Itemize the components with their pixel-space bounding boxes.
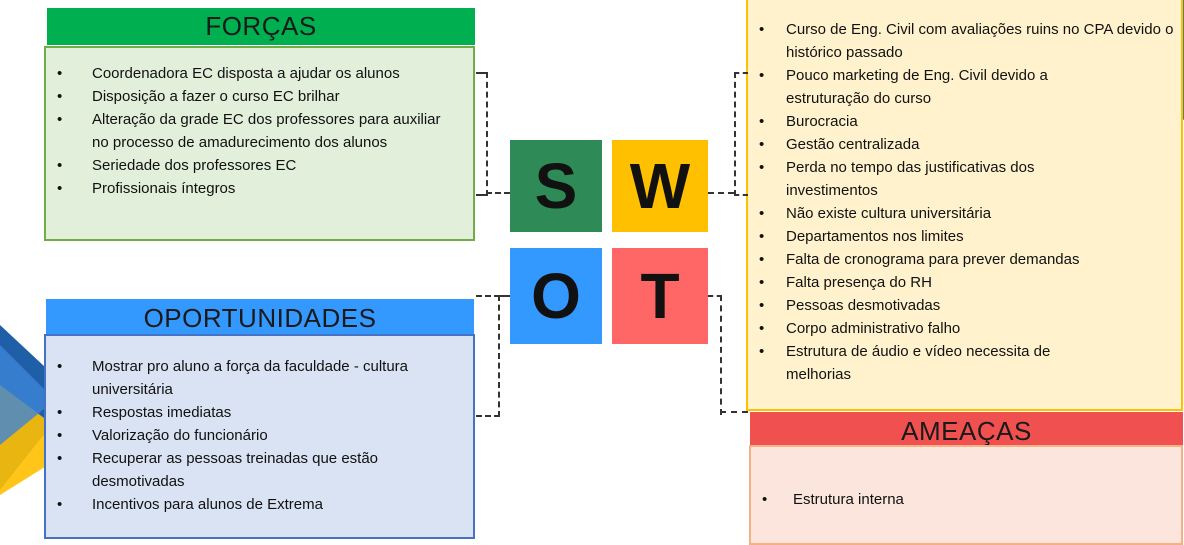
ameacas-list: Estrutura interna	[751, 488, 1181, 511]
connector-s-forcas	[476, 72, 488, 196]
swot-letter-t: T	[640, 260, 680, 332]
connector-s-stub	[486, 192, 510, 194]
list-item: Incentivos para alunos de Extrema	[46, 493, 473, 516]
forcas-list: Coordenadora EC disposta a ajudar os alu…	[46, 62, 473, 200]
list-item: Coordenadora EC disposta a ajudar os alu…	[46, 62, 473, 85]
list-item: Estrutura de áudio e vídeo necessita de …	[748, 340, 1181, 386]
forcas-box: Coordenadora EC disposta a ajudar os alu…	[44, 46, 475, 241]
fraquezas-list: Curso de Eng. Civil com avaliações ruins…	[748, 18, 1181, 386]
swot-tile-o: O	[510, 248, 602, 344]
list-item: Mostrar pro aluno a força da faculdade -…	[46, 355, 473, 401]
connector-t-ameacas	[708, 295, 722, 415]
swot-tile-t: T	[612, 248, 708, 344]
fraquezas-box: Curso de Eng. Civil com avaliações ruins…	[746, 0, 1183, 411]
list-item: Curso de Eng. Civil com avaliações ruins…	[748, 18, 1181, 64]
list-item: Respostas imediatas	[46, 401, 473, 424]
oportunidades-title: OPORTUNIDADES	[143, 303, 377, 333]
list-item: Gestão centralizada	[748, 133, 1181, 156]
connector-o-stub	[498, 295, 510, 297]
decorative-triangle-left	[0, 325, 80, 495]
list-item: Falta de cronograma para prever demandas	[748, 248, 1181, 271]
connector-w-fraquezas	[734, 72, 748, 196]
forcas-title: FORÇAS	[205, 11, 317, 41]
list-item: Pessoas desmotivadas	[748, 294, 1181, 317]
connector-t-bottom	[720, 411, 748, 413]
list-item: Falta presença do RH	[748, 271, 1181, 294]
oportunidades-list: Mostrar pro aluno a força da faculdade -…	[46, 355, 473, 516]
swot-tile-w: W	[612, 140, 708, 232]
list-item: Perda no tempo das justificativas dos in…	[748, 156, 1181, 202]
connector-o-oportunidades	[476, 295, 500, 417]
list-item: Departamentos nos limites	[748, 225, 1181, 248]
list-item: Burocracia	[748, 110, 1181, 133]
oportunidades-header: OPORTUNIDADES	[46, 299, 474, 335]
ameacas-box: Estrutura interna	[749, 445, 1183, 545]
list-item: Seriedade dos professores EC	[46, 154, 473, 177]
swot-letter-s: S	[534, 150, 578, 222]
swot-tile-s: S	[510, 140, 602, 232]
connector-w-stub	[708, 192, 734, 194]
list-item: Profissionais íntegros	[46, 177, 473, 200]
list-item: Disposição a fazer o curso EC brilhar	[46, 85, 473, 108]
oportunidades-box: Mostrar pro aluno a força da faculdade -…	[44, 334, 475, 539]
ameacas-title: AMEAÇAS	[901, 416, 1032, 446]
list-item: Não existe cultura universitária	[748, 202, 1181, 225]
list-item: Pouco marketing de Eng. Civil devido a e…	[748, 64, 1181, 110]
list-item: Corpo administrativo falho	[748, 317, 1181, 340]
list-item: Estrutura interna	[751, 488, 1181, 511]
ameacas-header: AMEAÇAS	[750, 412, 1183, 446]
list-item: Recuperar as pessoas treinadas que estão…	[46, 447, 473, 493]
swot-letter-o: O	[531, 260, 581, 332]
list-item: Valorização do funcionário	[46, 424, 473, 447]
swot-letter-w: W	[629, 150, 691, 222]
list-item: Alteração da grade EC dos professores pa…	[46, 108, 473, 154]
forcas-header: FORÇAS	[47, 8, 475, 45]
